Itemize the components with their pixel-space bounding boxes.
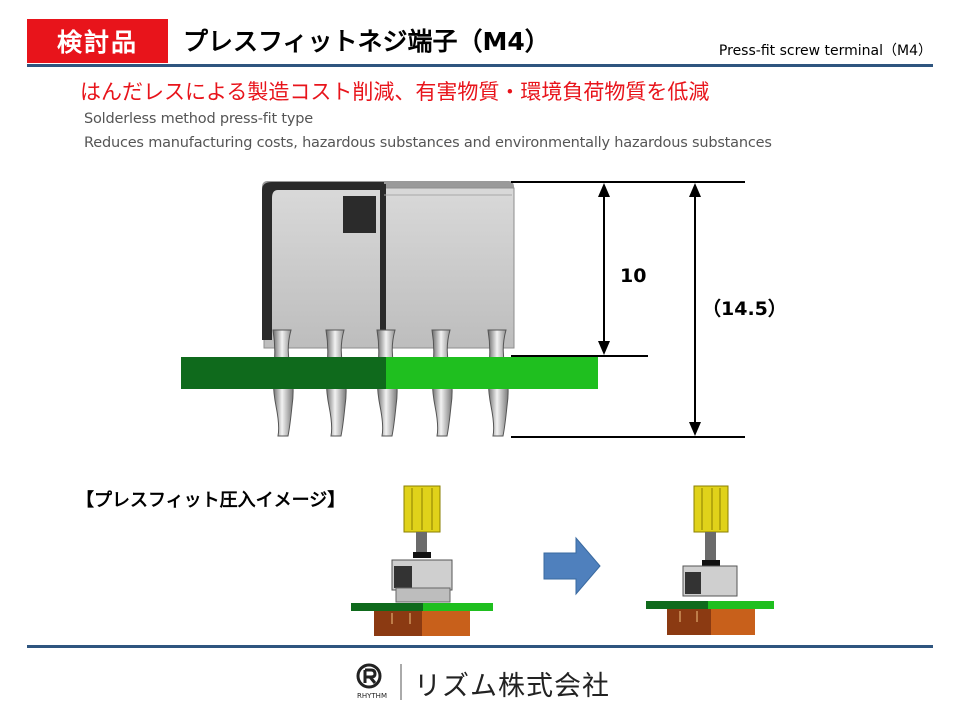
header-divider	[27, 64, 933, 67]
rhythm-logo: RHYTHM	[356, 663, 402, 700]
dimension-lines	[511, 181, 745, 438]
headline: はんだレスによる製造コスト削減、有害物質・環境負荷物質を低減	[80, 80, 710, 104]
press-fit-before	[351, 485, 493, 636]
dimension-arrowheads	[598, 183, 701, 436]
dimension-label-10: 10	[620, 265, 647, 287]
logo-text: RHYTHM	[357, 692, 387, 700]
press-fit-image-label: 【プレスフィット圧入イメージ】	[76, 490, 346, 511]
status-badge: 検討品	[27, 19, 168, 63]
dimension-label-14-5: （14.5）	[702, 298, 787, 320]
subtitle-line-1: Solderless method press-fit type	[84, 111, 313, 127]
company-name: リズム株式会社	[414, 671, 610, 702]
press-fit-after	[646, 485, 774, 635]
subtitle-line-2: Reduces manufacturing costs, hazardous s…	[84, 135, 772, 151]
terminal-body	[262, 181, 515, 350]
footer-divider	[27, 645, 933, 648]
process-arrow	[543, 536, 601, 596]
page-title-english: Press-fit screw terminal（M4）	[718, 43, 932, 59]
pcb-board	[181, 357, 598, 389]
page-title: プレスフィットネジ端子（M4）	[183, 27, 550, 56]
